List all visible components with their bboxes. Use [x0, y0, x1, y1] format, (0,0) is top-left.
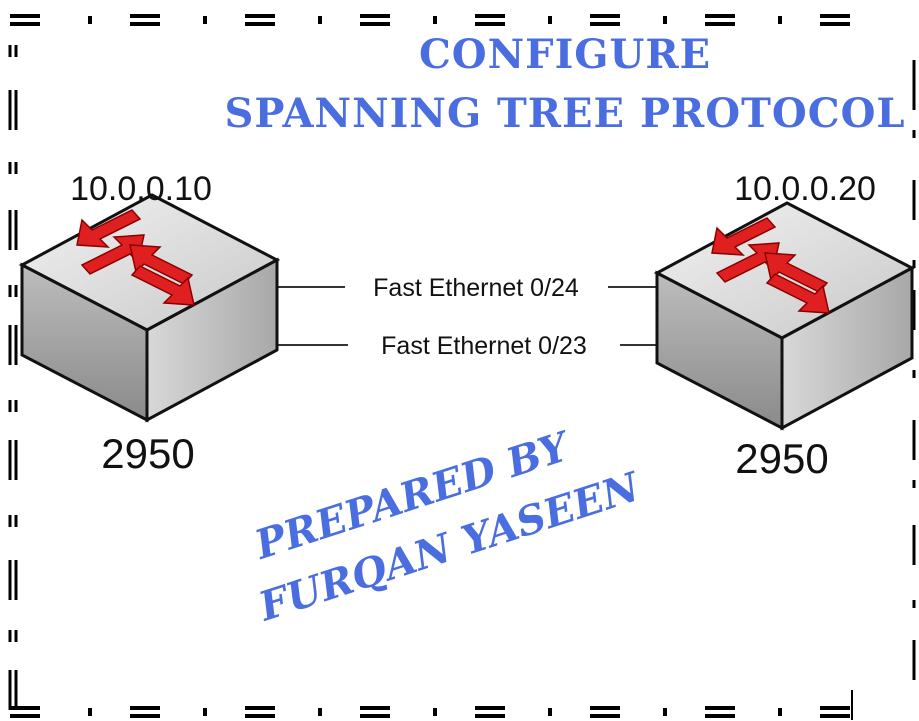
network-switch-icon: [655, 201, 914, 430]
dashed-border-frame: [8, 14, 916, 720]
switch-left: 10.0.0.10 2950: [20, 170, 279, 477]
link-label-fa0-24: Fast Ethernet 0/24: [373, 274, 579, 302]
switch-right-ip: 10.0.0.20: [734, 170, 876, 208]
diagram-title-line-2: SPANNING TREE PROTOCOL: [224, 90, 905, 137]
network-switch-icon: [20, 193, 279, 422]
diagram-title-line-1: CONFIGURE: [419, 31, 711, 78]
link-label-fa0-23: Fast Ethernet 0/23: [381, 332, 587, 360]
credit-block: PREPARED BY FURQAN YASEEN: [248, 422, 646, 631]
switch-right: 10.0.0.20 2950: [655, 170, 914, 482]
switch-left-ip: 10.0.0.10: [70, 170, 212, 208]
switch-left-model: 2950: [101, 430, 194, 477]
switch-right-model: 2950: [735, 435, 828, 482]
